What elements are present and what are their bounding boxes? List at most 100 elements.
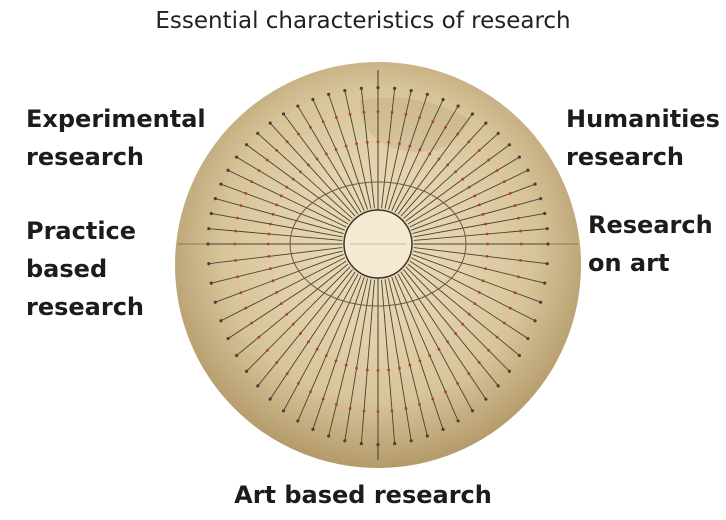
ray-tip — [526, 169, 529, 172]
ray-tip — [457, 419, 460, 422]
ray-tip — [533, 319, 536, 322]
ray-tip — [484, 397, 487, 400]
red-dot — [419, 148, 422, 151]
ray-tip — [533, 183, 536, 186]
ray-tip — [214, 301, 217, 304]
ray-tip — [546, 227, 549, 230]
ray-tip — [497, 132, 500, 135]
red-dot — [431, 398, 434, 401]
red-dot — [297, 382, 300, 385]
red-dot — [285, 186, 288, 189]
red-dot — [473, 302, 476, 305]
ray-tip — [441, 98, 444, 101]
red-dot — [236, 217, 239, 220]
ray-tip — [269, 122, 272, 125]
red-dot — [519, 259, 522, 262]
red-dot — [325, 152, 328, 155]
red-dot — [431, 120, 434, 123]
red-dot — [309, 126, 312, 129]
red-dot — [418, 116, 421, 119]
red-dot — [517, 275, 520, 278]
ray-tip — [376, 86, 379, 89]
red-dot — [280, 194, 283, 197]
red-dot — [486, 243, 489, 246]
ray-tip — [256, 132, 259, 135]
ray-tip — [518, 156, 521, 159]
red-dot — [272, 213, 275, 216]
ray-tip — [207, 227, 210, 230]
red-dot — [286, 372, 289, 375]
red-dot — [349, 407, 352, 410]
red-dot — [307, 164, 310, 167]
red-dot — [345, 145, 348, 148]
red-dot — [233, 243, 236, 246]
red-dot — [487, 349, 490, 352]
red-dot — [487, 159, 490, 162]
red-dot — [456, 382, 459, 385]
red-dot — [419, 359, 422, 362]
red-dot — [438, 158, 441, 161]
red-dot — [236, 275, 239, 278]
ray-tip — [256, 384, 259, 387]
red-dot — [484, 267, 487, 270]
ray-tip — [393, 87, 396, 90]
red-dot — [267, 243, 270, 246]
red-dot — [250, 180, 253, 183]
red-dot — [366, 369, 369, 372]
ray-tip — [327, 93, 330, 96]
ray-tip — [543, 212, 546, 215]
red-dot — [509, 192, 512, 195]
ray-tip — [269, 397, 272, 400]
ray-tip — [508, 143, 511, 146]
red-dot — [363, 111, 366, 114]
red-dot — [478, 203, 481, 206]
red-dot — [478, 361, 481, 364]
red-dot — [280, 302, 283, 305]
red-dot — [473, 194, 476, 197]
red-dot — [456, 133, 459, 136]
red-dot — [258, 336, 261, 339]
ray-tip — [360, 87, 363, 90]
red-dot — [446, 164, 449, 167]
red-dot — [387, 141, 390, 144]
red-dot — [285, 313, 288, 316]
red-dot — [292, 178, 295, 181]
red-dot — [250, 322, 253, 325]
red-dot — [325, 354, 328, 357]
red-dot — [240, 204, 243, 207]
red-dot — [269, 223, 272, 226]
red-dot — [444, 390, 447, 393]
red-dot — [266, 349, 269, 352]
red-dot — [509, 307, 512, 310]
ray-tip — [245, 370, 248, 373]
ray-tip — [410, 439, 413, 442]
red-dot — [299, 170, 302, 173]
ray-tip — [219, 319, 222, 322]
red-dot — [335, 116, 338, 119]
red-dot — [349, 113, 352, 116]
ray-tip — [543, 282, 546, 285]
ray-tip — [206, 242, 209, 245]
red-dot — [428, 152, 431, 155]
red-dot — [244, 192, 247, 195]
ray-tip — [343, 439, 346, 442]
red-dot — [355, 142, 358, 145]
ray-tip — [311, 428, 314, 431]
red-dot — [292, 323, 295, 326]
ray-tip — [226, 337, 229, 340]
red-dot — [482, 279, 485, 282]
red-dot — [335, 148, 338, 151]
red-dot — [267, 255, 270, 258]
red-dot — [272, 279, 275, 282]
red-dot — [363, 409, 366, 412]
red-dot — [316, 158, 319, 161]
ray-tip — [526, 337, 529, 340]
ray-tip — [214, 197, 217, 200]
ray-tip — [546, 262, 549, 265]
red-dot — [405, 407, 408, 410]
red-dot — [307, 340, 310, 343]
red-dot — [478, 291, 481, 294]
red-dot — [297, 133, 300, 136]
red-dot — [478, 149, 481, 152]
